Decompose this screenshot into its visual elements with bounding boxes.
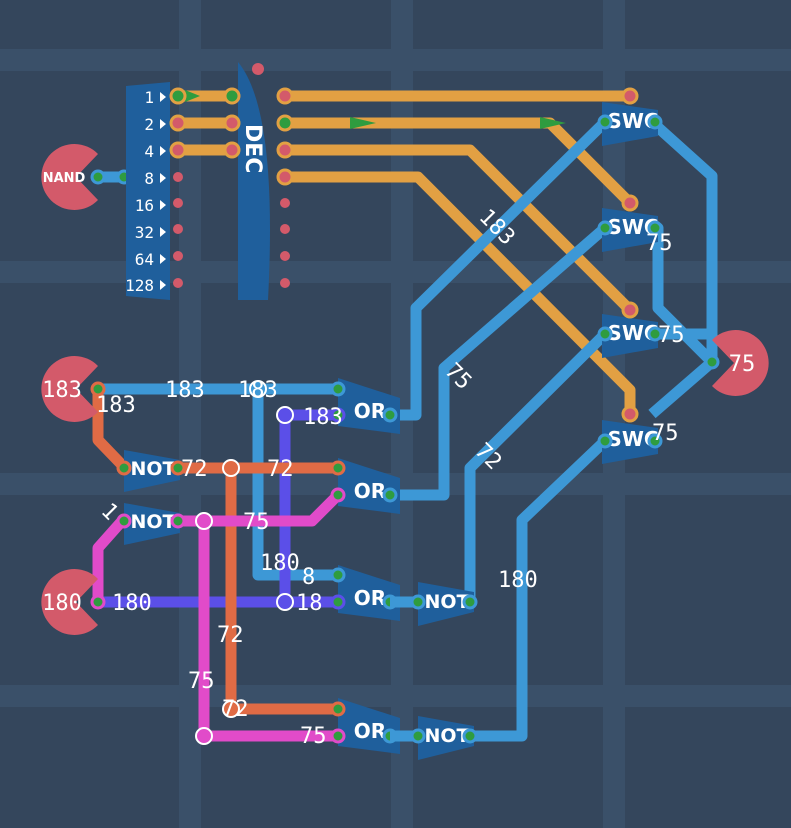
yellow-arrows (185, 90, 566, 129)
wire-label-72-c: 72 (217, 623, 244, 648)
wire-dec-out-2 (285, 117, 634, 207)
wire-label-75-swc3: 75 (658, 323, 685, 348)
swc-gate-4[interactable]: SWC (597, 405, 663, 464)
not-gate-1[interactable]: NOT (116, 450, 186, 492)
nand-node[interactable]: NAND (41, 144, 132, 211)
orange-wires (92, 389, 338, 715)
not-2-label: NOT (130, 511, 175, 533)
pin-32: 32 (135, 223, 154, 242)
pin-64: 64 (135, 250, 154, 269)
not-4-label: NOT (424, 725, 469, 747)
pin-2: 2 (144, 115, 154, 134)
pin-arrows (160, 92, 166, 290)
pin-4: 4 (144, 142, 154, 161)
wire-183-down (252, 389, 338, 581)
pin-panel: 1 2 4 8 16 32 64 128 (125, 82, 187, 300)
swc-gate-1[interactable]: SWC (597, 87, 663, 146)
or-3-label: OR (354, 586, 386, 610)
wire-180-not (92, 517, 127, 602)
wire-label-180-b: 180 (260, 551, 300, 576)
input-183-label: 183 (42, 378, 82, 403)
pin-16: 16 (135, 196, 154, 215)
or-gate-2[interactable]: OR (330, 458, 400, 514)
dec-component[interactable]: DEC (223, 62, 294, 300)
wire-label-75-a: 75 (243, 510, 270, 535)
dec-label: DEC (240, 124, 265, 173)
wire-label-183-a: 183 (165, 378, 205, 403)
not-gate-3[interactable]: NOT (410, 582, 478, 626)
wire-label-183-in: 183 (96, 393, 136, 418)
wire-75-main (175, 491, 342, 527)
wire-swc1-out (648, 117, 718, 362)
pin-8: 8 (144, 169, 154, 188)
wire-or2-swc2 (390, 223, 609, 501)
input-180-label: 180 (42, 591, 82, 616)
wire-label-180-a: 180 (112, 591, 152, 616)
pin-1: 1 (144, 88, 154, 107)
wire-swc4-out (648, 357, 716, 419)
wire-label-72-a: 72 (181, 457, 208, 482)
not-gate-4[interactable]: NOT (410, 716, 478, 760)
junctions (195, 380, 294, 745)
wire-not1-swc3 (464, 330, 609, 602)
or-2-label: OR (354, 479, 386, 503)
wire-label-180-right: 180 (498, 568, 538, 593)
not-gate-2[interactable]: NOT (116, 503, 186, 545)
swc-gate-3[interactable]: SWC (597, 301, 663, 358)
or-gate-1[interactable]: OR (330, 378, 400, 434)
blue-wires (98, 117, 718, 742)
wire-label-75-swc2: 75 (646, 231, 673, 256)
wire-label-183-or: 183 (303, 405, 343, 430)
wire-label-small-8: 8 (302, 565, 315, 590)
output-75-label: 75 (729, 352, 756, 377)
wire-183-not (92, 389, 129, 472)
nand-label: NAND (43, 171, 86, 186)
not-1-label: NOT (130, 458, 175, 480)
wire-label-75-b: 75 (188, 669, 215, 694)
wire-or1-swc1 (390, 118, 609, 421)
swc-gate-2[interactable]: SWC (597, 194, 663, 252)
wire-dec-out-8 (285, 171, 636, 414)
or-4-label: OR (354, 719, 386, 743)
not-3-label: NOT (424, 591, 469, 613)
input-node-183[interactable]: 183 (41, 356, 106, 422)
wire-label-72-d: 72 (222, 697, 249, 722)
wire-label-183-b: 183 (238, 378, 278, 403)
or-gate-3[interactable]: OR (330, 565, 400, 621)
pin-128: 128 (125, 276, 154, 295)
or-1-label: OR (354, 399, 386, 423)
wire-not2-swc4 (470, 437, 609, 742)
wire-label-180-e: 18 (296, 591, 323, 616)
input-node-180[interactable]: 180 (41, 569, 106, 635)
output-node-75[interactable]: 75 (704, 330, 769, 396)
wire-label-75-swc4: 75 (652, 421, 679, 446)
wire-label-72-b: 72 (267, 457, 294, 482)
wire-label-75-c: 75 (300, 724, 327, 749)
